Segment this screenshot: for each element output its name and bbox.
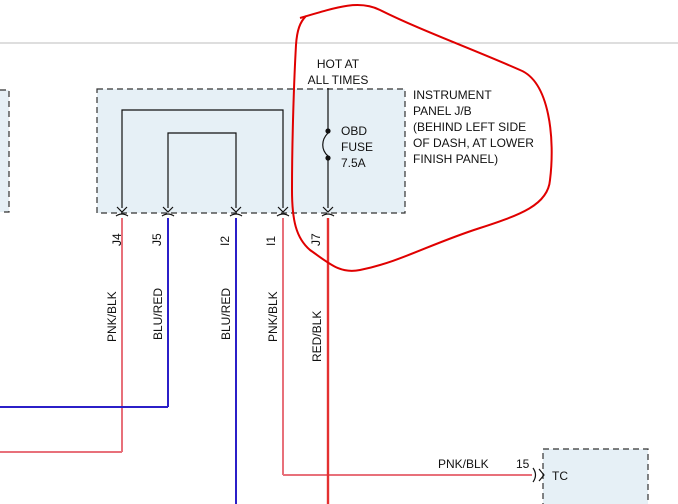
fuse-label-line3: 7.5A xyxy=(341,156,366,170)
tc-pin-number: 15 xyxy=(516,457,530,471)
fuse-label-line1: OBD xyxy=(341,124,367,138)
wire-label-j4: PNK/BLK xyxy=(105,291,119,342)
fuse-terminal-bottom xyxy=(325,155,331,161)
jb-label-line1: INSTRUMENT xyxy=(413,88,492,102)
pin-arrow-j4 xyxy=(115,206,129,217)
tc-connector-box xyxy=(542,448,649,504)
hot-label-line1: HOT AT xyxy=(317,57,360,71)
pin-id-j5: J5 xyxy=(150,233,164,246)
pin-arrow-i1 xyxy=(276,206,290,217)
jb-internal-loop-outer xyxy=(121,109,284,208)
pin-id-i2: I2 xyxy=(218,236,232,246)
wire-label-i2: BLU/RED xyxy=(219,288,233,340)
pin-arrow-j5 xyxy=(161,206,175,217)
wire-label-i1: PNK/BLK xyxy=(266,291,280,342)
pin-id-j7: J7 xyxy=(309,233,323,246)
pin-id-j4: J4 xyxy=(110,233,124,246)
fuse-element-icon xyxy=(322,132,329,157)
annotation-circle xyxy=(290,4,553,272)
jb-label-line3: (BEHIND LEFT SIDE xyxy=(413,120,526,134)
pin-arrow-j7 xyxy=(321,206,335,217)
left-component-box xyxy=(0,89,10,213)
hot-label-line2: ALL TIMES xyxy=(308,73,369,87)
jb-label-line2: PANEL J/B xyxy=(413,104,472,118)
jb-label-line5: FINISH PANEL) xyxy=(413,152,498,166)
pin-id-i1: I1 xyxy=(264,236,278,246)
jb-label-line4: OF DASH, AT LOWER xyxy=(413,136,534,150)
tc-connector-label: TC xyxy=(552,469,568,483)
pin-arrow-i2 xyxy=(229,206,243,217)
fuse-label-line2: FUSE xyxy=(341,140,373,154)
tc-wire-label: PNK/BLK xyxy=(438,457,489,471)
jb-internal-loop-inner xyxy=(167,132,237,208)
wire-label-j5: BLU/RED xyxy=(151,288,165,340)
fuse-terminal-top xyxy=(325,128,331,134)
connector-arrows xyxy=(115,206,335,217)
wire-label-j7: RED/BLK xyxy=(310,311,324,362)
tc-pin-arrow xyxy=(532,467,545,483)
